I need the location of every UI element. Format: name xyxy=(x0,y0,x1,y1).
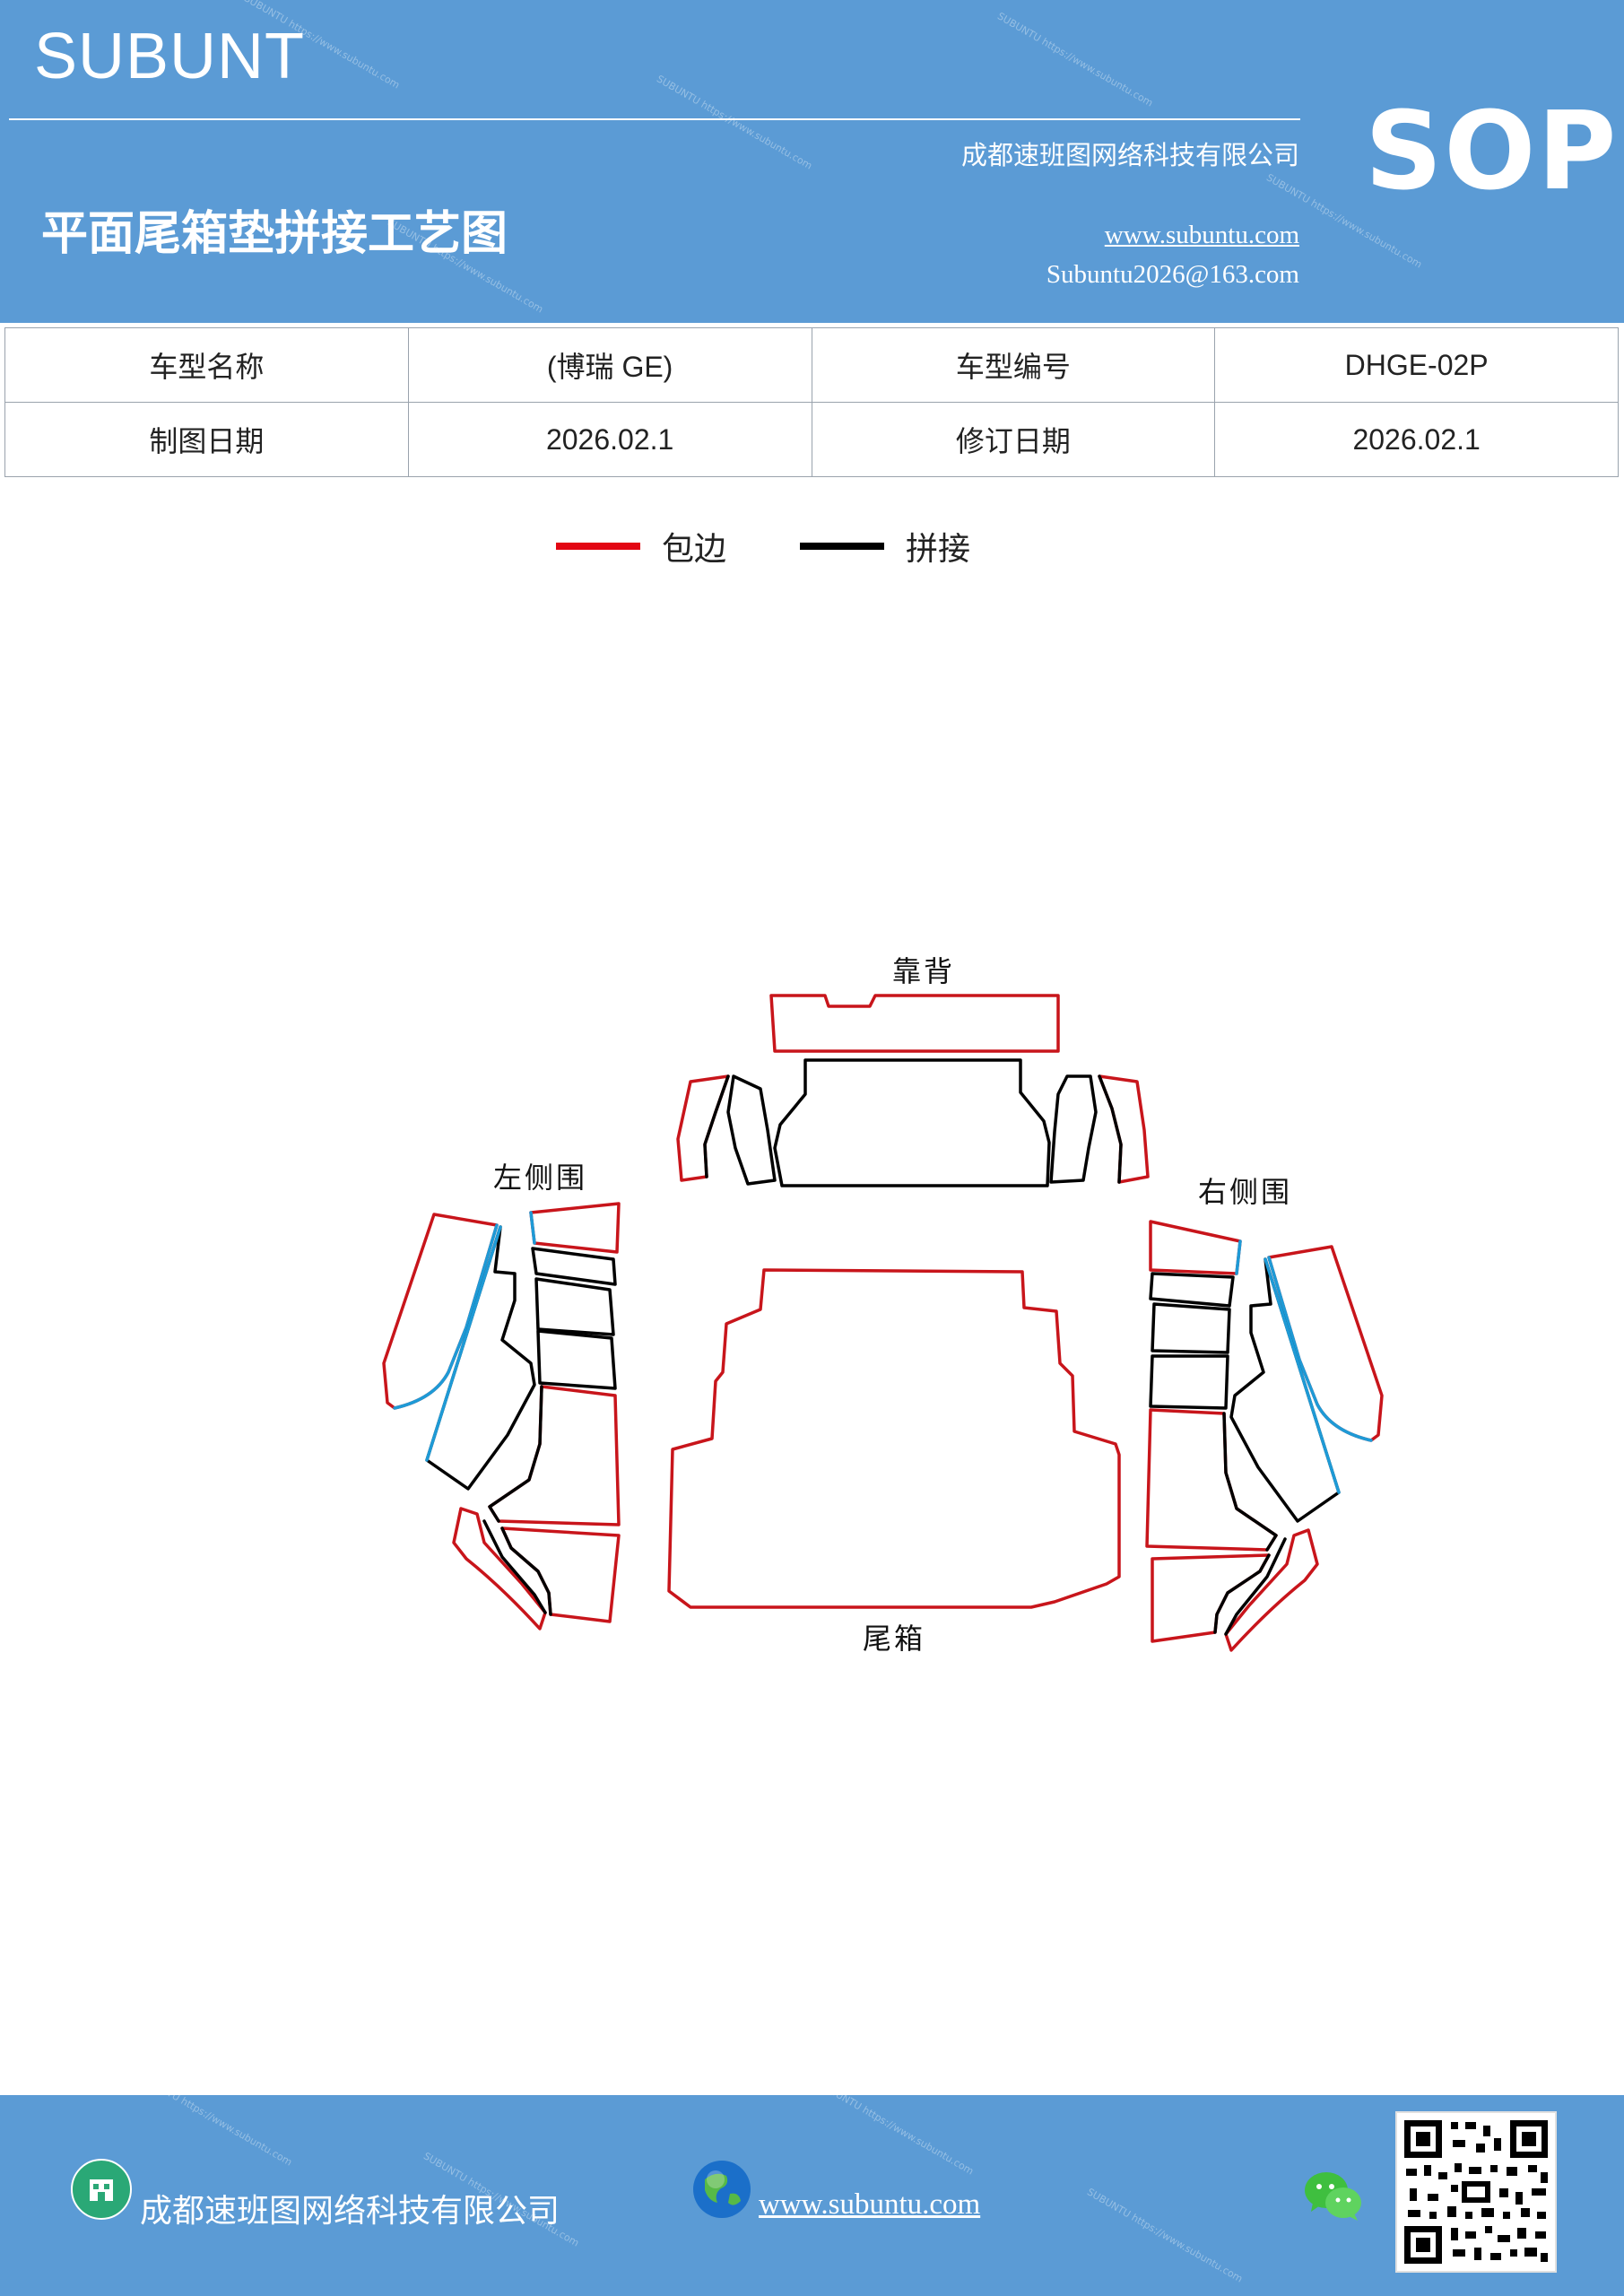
backrest-left-outer xyxy=(676,1074,730,1182)
left-side-strip-4 xyxy=(536,1329,617,1390)
legend-label: 拼接 xyxy=(906,531,971,568)
globe-icon xyxy=(693,2161,751,2218)
value-model-name: (博瑞 GE) xyxy=(407,327,812,403)
legend-swatch-red xyxy=(556,543,640,550)
watermark: SUBUNTU https://www.subuntu.com xyxy=(1085,2186,1245,2285)
label-left-side: 左侧围 xyxy=(493,1161,587,1195)
right-side-big xyxy=(1145,1408,1278,1552)
right-side-strip-4 xyxy=(1149,1354,1229,1410)
company-name: 成都速班图网络科技有限公司 xyxy=(960,140,1299,170)
left-side-bottom xyxy=(500,1526,621,1623)
right-side-mid xyxy=(1229,1257,1341,1523)
right-side-bottom-seam xyxy=(1213,1553,1271,1634)
backrest-top-piece xyxy=(769,994,1060,1053)
legend-swatch-black xyxy=(800,543,884,550)
right-side-strip-2 xyxy=(1149,1272,1235,1308)
left-side-corner xyxy=(452,1507,547,1631)
left-side-big-seam xyxy=(488,1385,543,1523)
wechat-icon xyxy=(1305,2172,1361,2221)
left-side-top-strip xyxy=(529,1202,621,1254)
backrest-pieces xyxy=(676,994,1150,1187)
trunk-floor-piece xyxy=(667,1268,1121,1609)
table-row: 制图日期 2026.02.1 修订日期 2026.02.1 xyxy=(4,402,1619,477)
left-side-corner-seam xyxy=(482,1519,547,1614)
contact-email[interactable]: Subuntu2026@163.com xyxy=(1046,260,1299,289)
brand-name: SUBUNT xyxy=(34,21,306,92)
right-side-outer xyxy=(1267,1245,1384,1442)
footer-website-link[interactable]: www.subuntu.com xyxy=(759,2188,981,2221)
right-side-corner xyxy=(1224,1528,1319,1652)
value-model-code: DHGE-02P xyxy=(1214,327,1619,403)
label-revision-date: 修订日期 xyxy=(811,402,1216,477)
footer-company-name: 成都速班图网络科技有限公司 xyxy=(140,2193,560,2230)
left-side-outer xyxy=(382,1213,499,1410)
label-right-side: 右侧围 xyxy=(1198,1175,1292,1209)
header-banner: SUBUNTU https://www.subuntu.com SUBUNTU … xyxy=(0,0,1624,323)
right-side-bottom xyxy=(1151,1553,1271,1643)
sop-badge: SOP xyxy=(1365,90,1619,214)
legend-label: 包边 xyxy=(662,531,727,568)
backrest-left-outer-seam xyxy=(703,1074,730,1178)
website-link[interactable]: www.subuntu.com xyxy=(1104,221,1299,249)
table-row: 车型名称 (博瑞 GE) 车型编号 DHGE-02P xyxy=(4,327,1619,403)
value-draw-date: 2026.02.1 xyxy=(407,402,812,477)
qr-code-pattern xyxy=(1404,2120,1548,2264)
watermark: SUBUNTU https://www.subuntu.com xyxy=(995,10,1155,109)
left-side-mid xyxy=(425,1225,536,1491)
backrest-right-outer-seam xyxy=(1098,1074,1123,1184)
building-icon xyxy=(71,2159,132,2220)
right-side-top-strip xyxy=(1149,1220,1242,1275)
value-revision-date: 2026.02.1 xyxy=(1214,402,1619,477)
right-side-corner-seam xyxy=(1224,1537,1287,1636)
left-side-big xyxy=(488,1385,621,1526)
label-trunk: 尾箱 xyxy=(863,1622,925,1656)
left-side-top-strip-blue xyxy=(529,1211,536,1245)
label-model-name: 车型名称 xyxy=(4,327,409,403)
right-side-outer-blue xyxy=(1267,1256,1373,1442)
right-side-top-strip-blue xyxy=(1235,1239,1242,1275)
backrest-left-inner xyxy=(726,1074,777,1186)
document-title: 平面尾箱垫拼接工艺图 xyxy=(41,206,508,261)
left-side-bottom-seam xyxy=(500,1526,552,1616)
right-side-pieces xyxy=(1145,1220,1384,1652)
left-side-outer-blue xyxy=(393,1223,499,1410)
left-side-pieces xyxy=(382,1202,621,1631)
watermark: SUBUNTU https://www.subuntu.com xyxy=(655,73,814,172)
watermark: SUBUNTU https://www.subuntu.com xyxy=(135,2069,294,2169)
backrest-main-piece xyxy=(773,1058,1051,1187)
backrest-right-outer xyxy=(1098,1074,1150,1184)
label-draw-date: 制图日期 xyxy=(4,402,409,477)
left-side-mid-blue xyxy=(425,1225,502,1462)
right-side-strip-3 xyxy=(1151,1302,1231,1354)
header-divider xyxy=(9,118,1300,120)
watermark: SUBUNTU https://www.subuntu.com xyxy=(816,2078,976,2178)
left-side-strip-3 xyxy=(534,1277,615,1336)
legend-item-edge: 包边 xyxy=(556,524,726,569)
left-side-strip-2 xyxy=(531,1247,617,1286)
vehicle-info-table: 车型名称 (博瑞 GE) 车型编号 DHGE-02P 制图日期 2026.02.… xyxy=(4,327,1619,477)
qr-code[interactable] xyxy=(1395,2111,1557,2273)
backrest-right-inner xyxy=(1049,1074,1098,1184)
legend-item-seam: 拼接 xyxy=(800,524,970,569)
right-side-big-seam xyxy=(1222,1412,1278,1552)
label-model-code: 车型编号 xyxy=(811,327,1216,403)
label-backrest: 靠背 xyxy=(892,954,955,988)
right-side-mid-blue xyxy=(1264,1257,1341,1494)
